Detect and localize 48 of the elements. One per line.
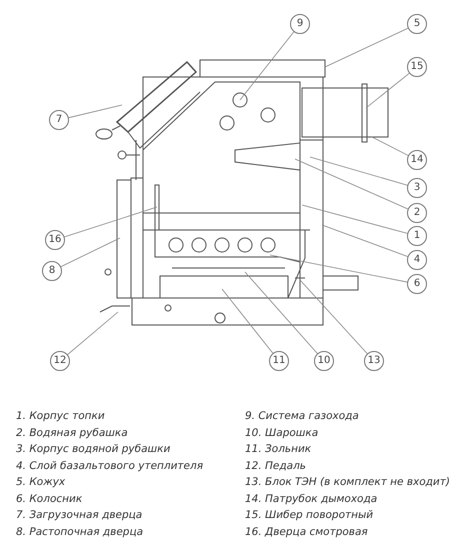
parts-list-entry: 12. Педаль bbox=[245, 460, 306, 472]
parts-list-entry: 1. Корпус топки bbox=[16, 410, 105, 422]
parts-list-entry: 13. Блок ТЭН (в комплект не входит) bbox=[245, 476, 450, 488]
leader-line bbox=[244, 272, 318, 354]
leader-line bbox=[240, 31, 294, 100]
callout-number: 16 bbox=[45, 230, 65, 250]
leader-line bbox=[372, 136, 408, 156]
parts-list-entry: 14. Патрубок дымохода bbox=[245, 492, 378, 504]
parts-list-entry: 16. Дверца смотровая bbox=[245, 526, 368, 538]
leader-line bbox=[310, 156, 408, 186]
parts-list-entry: 5. Кожух bbox=[16, 476, 66, 488]
callout-number: 13 bbox=[364, 351, 384, 371]
parts-list-entry: 15. Шибер поворотный bbox=[245, 509, 374, 521]
callout-number: 2 bbox=[407, 203, 427, 223]
leader-line bbox=[222, 288, 274, 354]
leader-line bbox=[366, 72, 410, 108]
callout-number: 8 bbox=[42, 261, 62, 281]
callout-number: 6 bbox=[407, 274, 427, 294]
parts-list-entry: 4. Слой базальтового утеплителя bbox=[16, 460, 204, 472]
callout-number: 5 bbox=[407, 14, 427, 34]
parts-list-entry: 9. Система газохода bbox=[245, 410, 359, 422]
parts-list-entry: 6. Колосник bbox=[16, 492, 82, 504]
parts-list-entry: 8. Растопочная дверца bbox=[16, 526, 144, 538]
callout-number: 1 bbox=[407, 226, 427, 246]
leader-line bbox=[322, 224, 408, 257]
callout-number: 14 bbox=[407, 150, 427, 170]
callout-number: 12 bbox=[50, 351, 70, 371]
leader-line bbox=[270, 254, 408, 282]
leader-line bbox=[67, 312, 118, 355]
leader-line bbox=[300, 280, 368, 354]
callout-number: 10 bbox=[314, 351, 334, 371]
parts-list-entry: 10. Шарошка bbox=[245, 426, 318, 438]
callout-number: 11 bbox=[269, 351, 289, 371]
parts-list-entry: 7. Загрузочная дверца bbox=[16, 509, 142, 521]
parts-list-entry: 3. Корпус водяной рубашки bbox=[16, 443, 170, 455]
parts-list-entry: 11. Зольник bbox=[245, 443, 312, 455]
callout-number: 15 bbox=[407, 57, 427, 77]
leader-line bbox=[60, 238, 120, 268]
leader-line bbox=[302, 204, 408, 234]
callout-number: 3 bbox=[407, 178, 427, 198]
leader-line bbox=[324, 28, 408, 68]
callout-number: 4 bbox=[407, 250, 427, 270]
parts-list-entry: 2. Водяная рубашка bbox=[16, 426, 128, 438]
callout-number: 7 bbox=[49, 110, 69, 130]
callout-number: 9 bbox=[290, 14, 310, 34]
leader-line bbox=[64, 206, 158, 238]
leader-line bbox=[68, 104, 122, 118]
leader-line bbox=[294, 158, 408, 210]
